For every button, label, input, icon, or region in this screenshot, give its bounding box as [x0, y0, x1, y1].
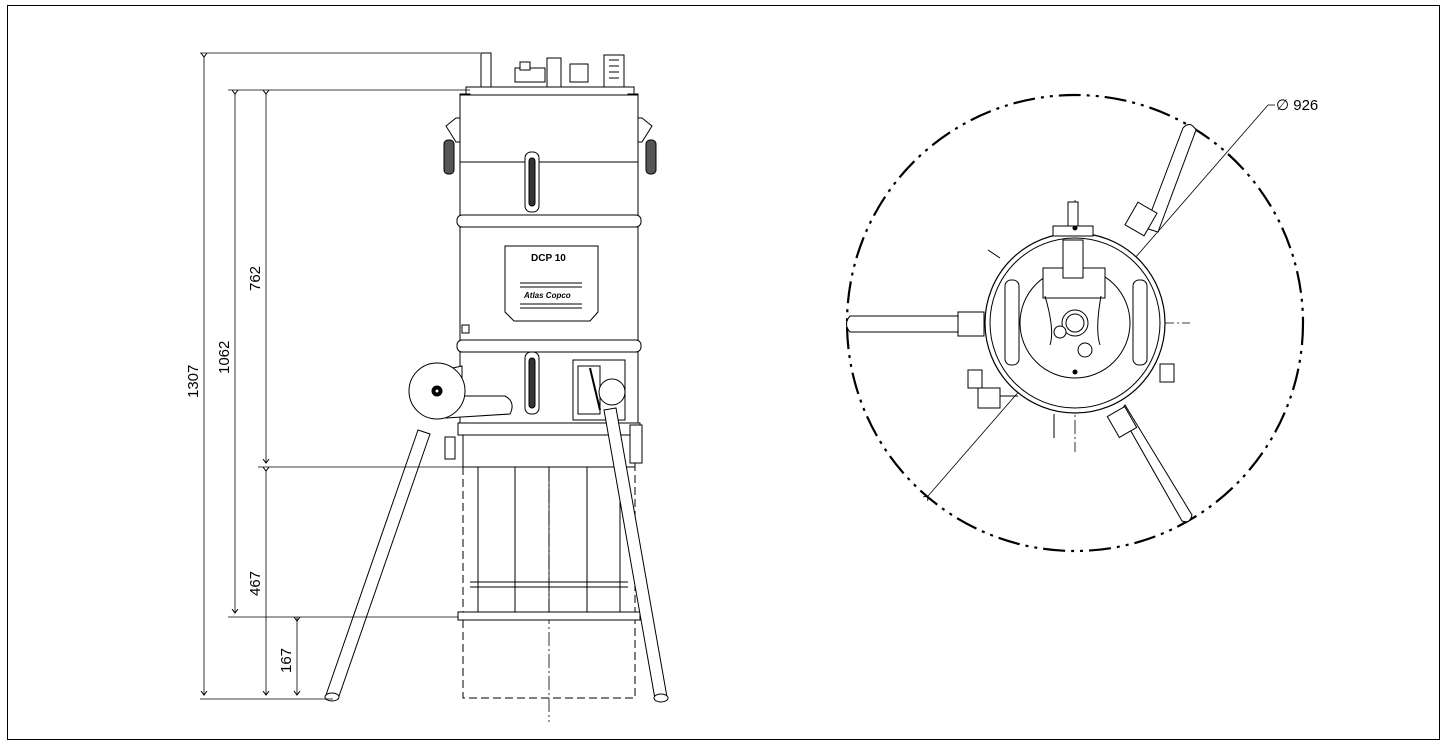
drawing-frame: [7, 5, 1440, 740]
filter-cage: [457, 466, 641, 699]
dim-overall-height: 1307: [185, 365, 202, 398]
top-view-legs: [846, 124, 1197, 523]
footprint-circle: [845, 93, 1305, 553]
dim-upper-section: 762: [247, 266, 264, 291]
dim-lower-section: 467: [247, 571, 264, 596]
product-plate-label: DCP 10: [531, 253, 566, 264]
support-leg-left: [324, 362, 513, 702]
nameplate: DCP 10 Atlas Copco: [504, 245, 599, 322]
dimension-lines: [200, 52, 480, 700]
drum-ring: [456, 214, 642, 228]
dim-bottom-clearance: 167: [278, 648, 295, 673]
lid-fittings: [465, 52, 635, 96]
drum-ring-lower: [456, 339, 642, 353]
top-view: [845, 93, 1305, 553]
dim-diameter: ∅ 926: [1276, 97, 1318, 114]
side-view: DCP 10 Atlas Copco: [200, 52, 669, 722]
support-leg-right: [603, 407, 669, 703]
brand-logo: Atlas Copco: [523, 291, 571, 300]
upper-drum: [459, 94, 639, 218]
dim-height-to-lid: 1062: [216, 341, 233, 374]
